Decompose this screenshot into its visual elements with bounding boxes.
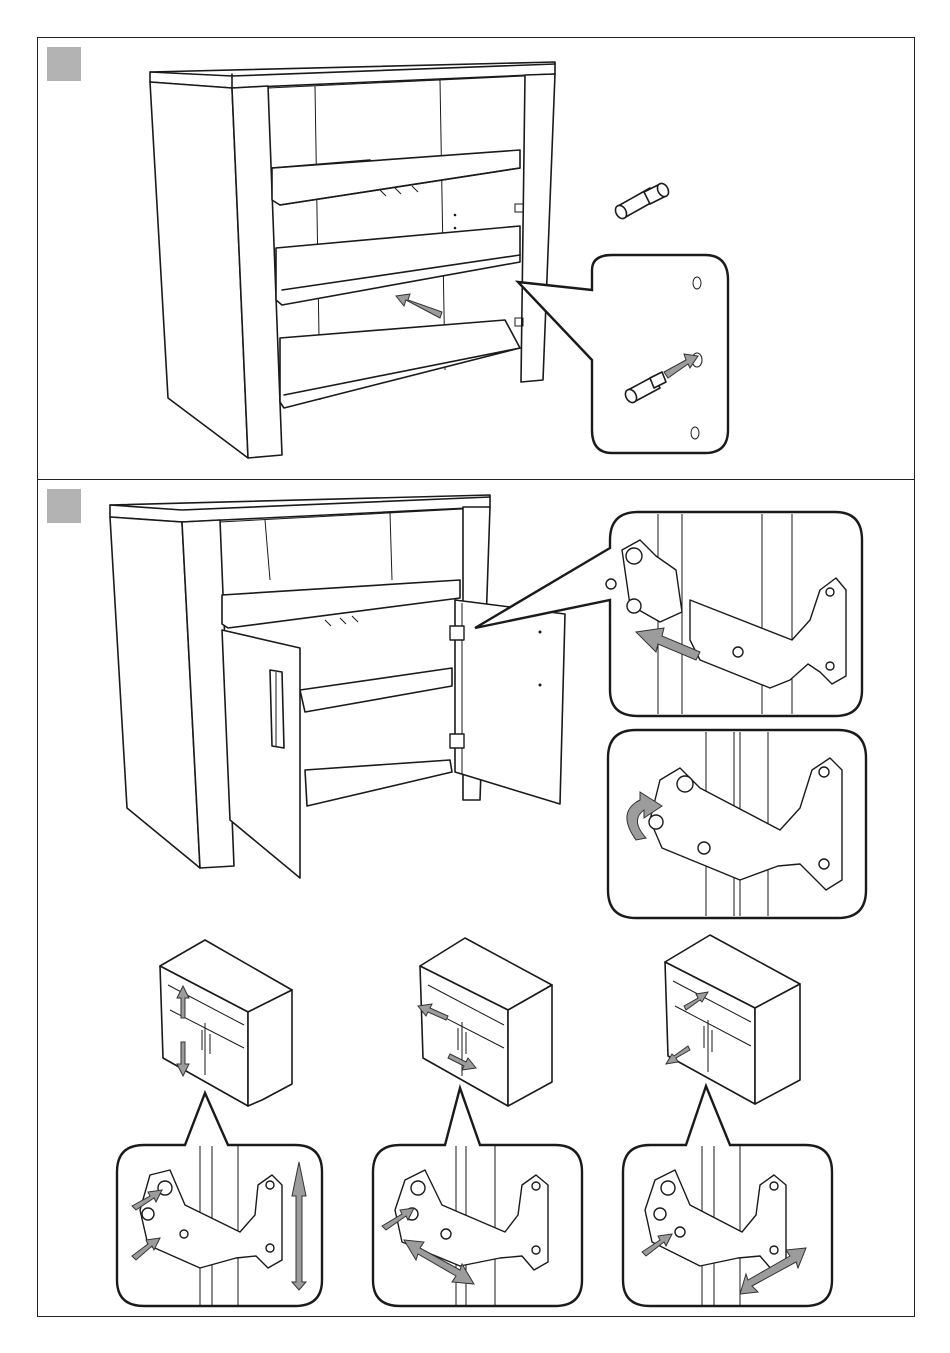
- side-adjustment-cabinet: [418, 938, 552, 1106]
- cabinet-with-open-doors: [110, 495, 565, 878]
- cabinet-with-shelves: [150, 62, 555, 458]
- shelf-pin-icon: [613, 181, 671, 220]
- height-adjustment-callout: [117, 1093, 322, 1306]
- height-adjustment-cabinet: [160, 940, 292, 1106]
- depth-adjustment-cabinet: [665, 935, 800, 1104]
- side-adjustment-callout: [373, 1088, 582, 1306]
- hinge-lock-callout: [608, 730, 866, 918]
- depth-adjustment-callout: [623, 1086, 832, 1306]
- shelf-pin-detail-callout: [518, 255, 728, 453]
